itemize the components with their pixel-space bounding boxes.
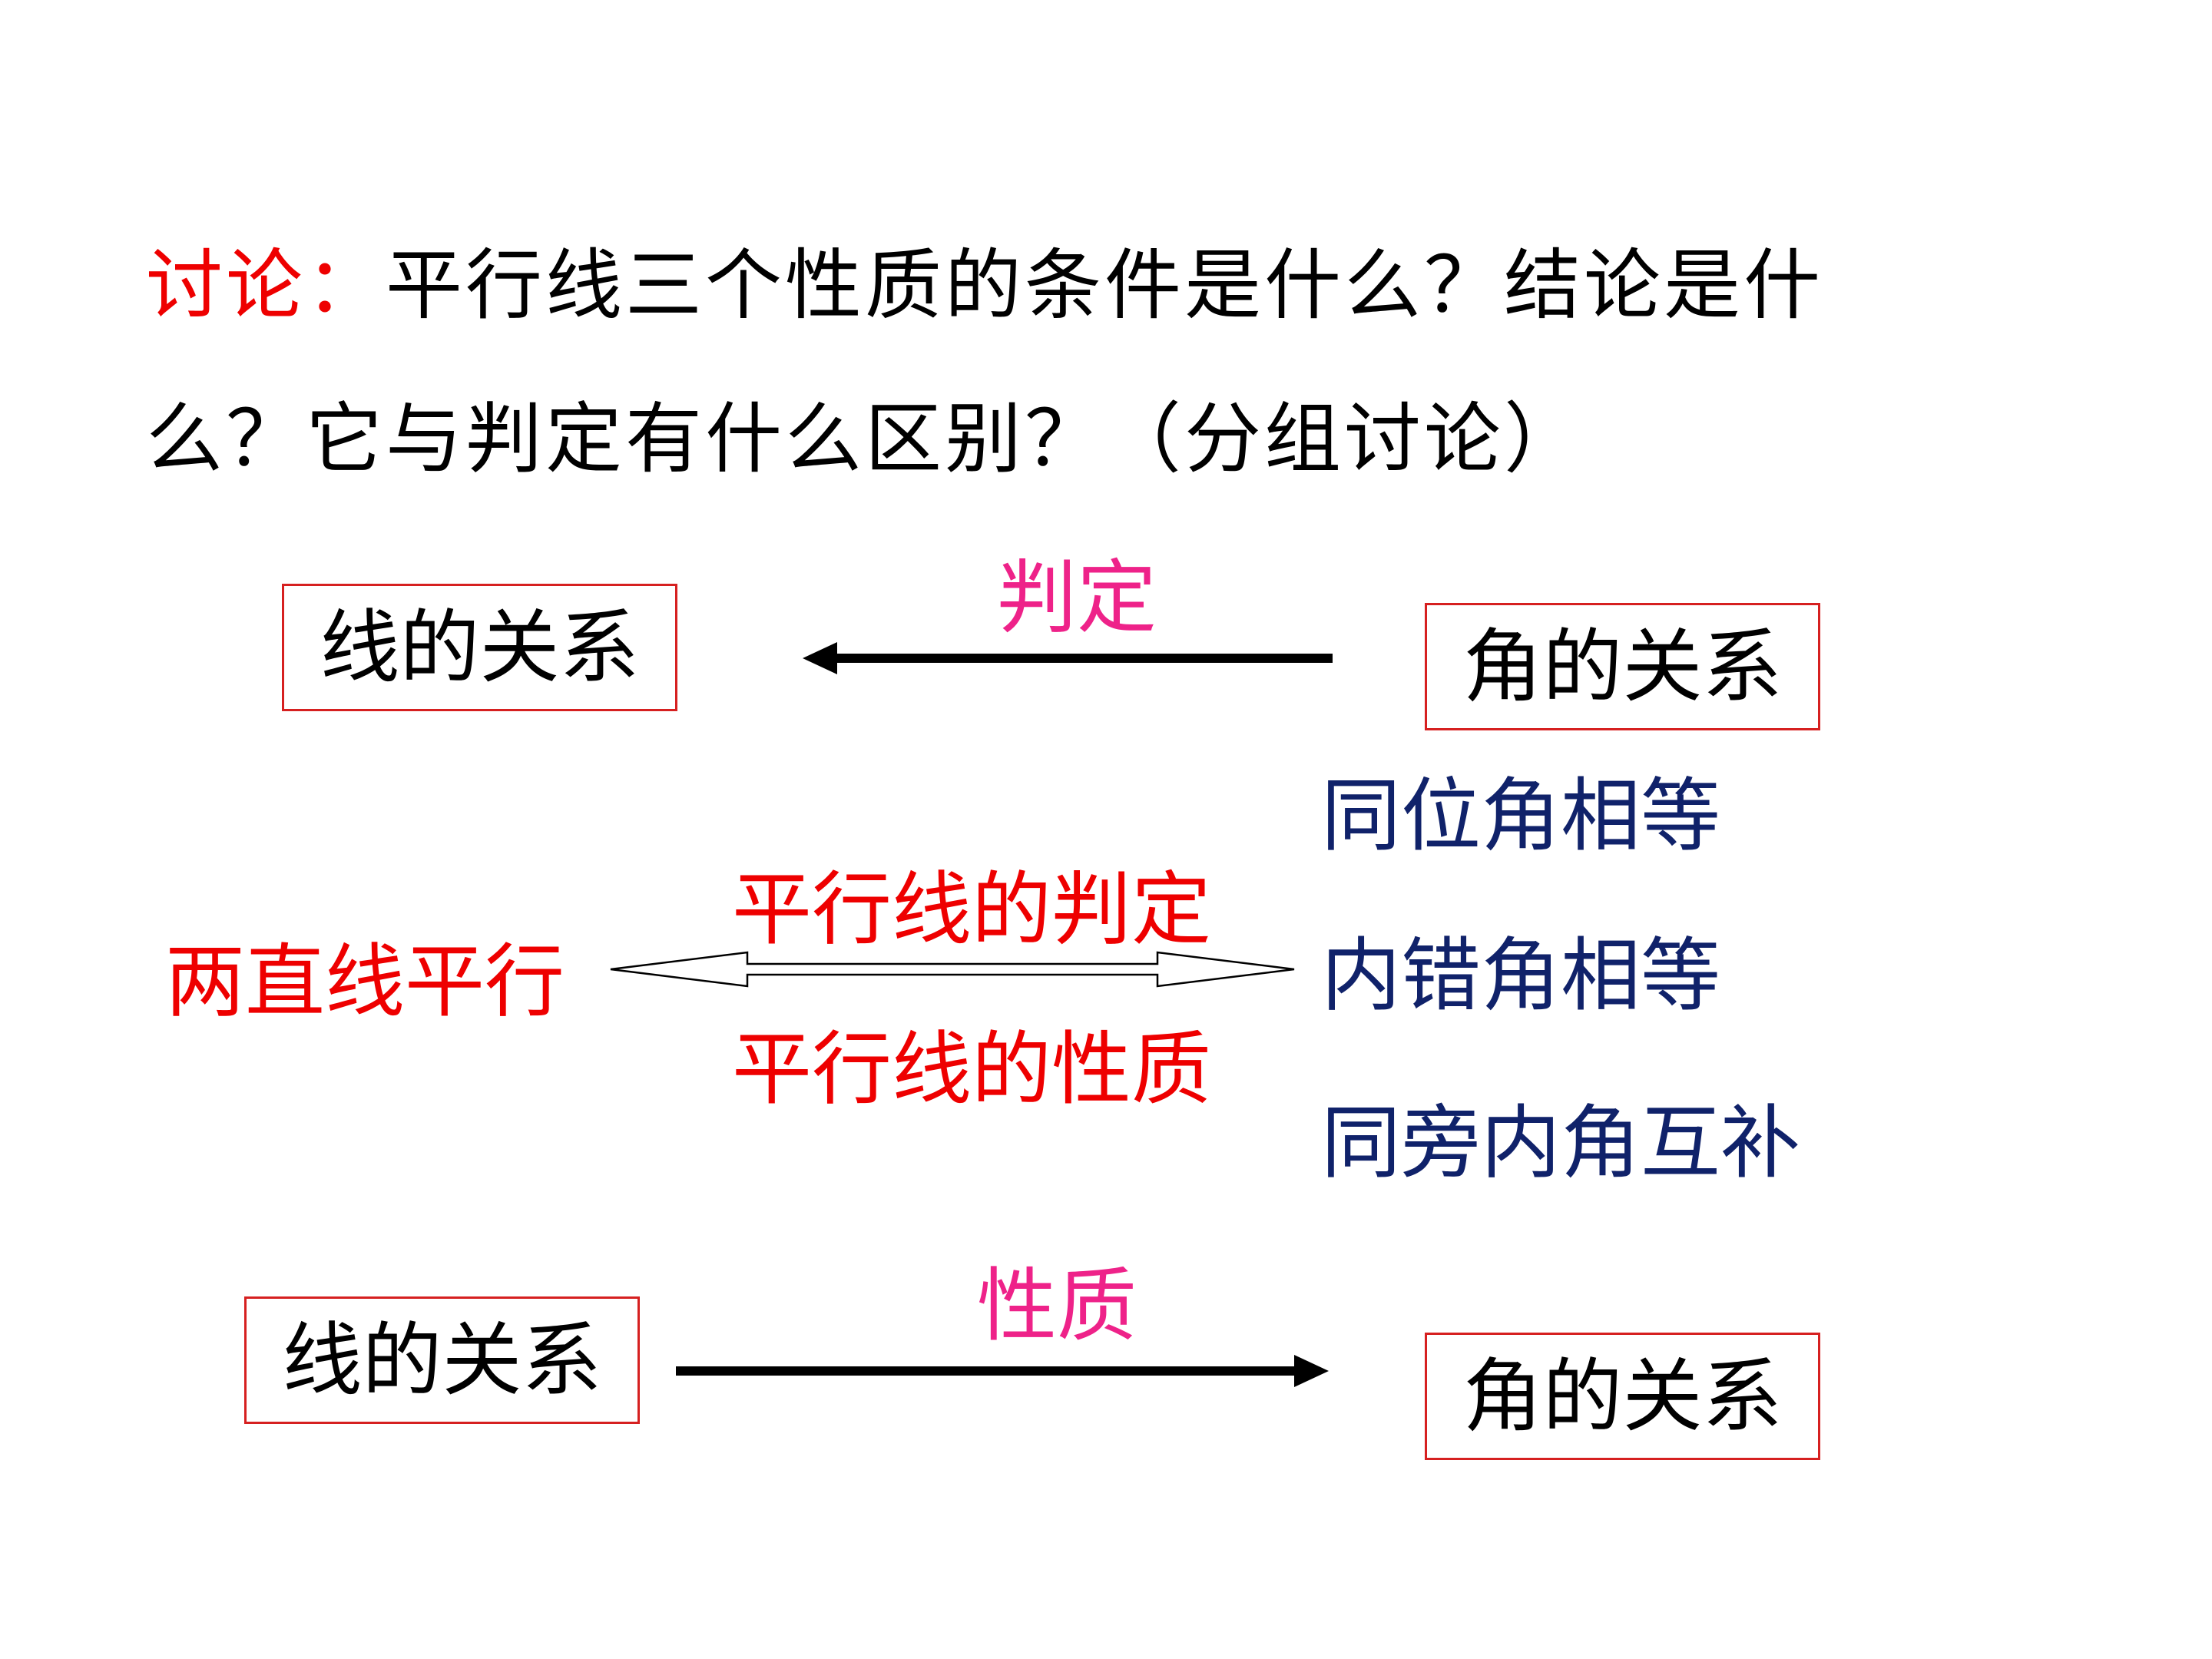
- discussion-line-2: 么？它与判定有什么区别？（分组讨论）: [146, 394, 1584, 484]
- discussion-question-part-1: 平行线三个性质的条件是什么？结论是什: [386, 240, 1823, 330]
- angle-condition-1: 同位角相等: [1321, 769, 1721, 863]
- discussion-label: 讨论：: [146, 240, 386, 330]
- judgement-arrow-head: [803, 642, 837, 674]
- angle-relation-box-top: 角的关系: [1425, 603, 1820, 730]
- property-label: 性质: [977, 1259, 1137, 1353]
- double-arrow: [610, 951, 1295, 988]
- angle-condition-2: 内错角相等: [1321, 929, 1721, 1022]
- line-relation-box-top: 线的关系: [282, 584, 677, 711]
- judgement-label: 判定: [997, 551, 1157, 644]
- two-lines-parallel-text: 两直线平行: [165, 935, 565, 1028]
- line-relation-box-bottom: 线的关系: [244, 1296, 640, 1424]
- parallel-property-label: 平行线的性质: [732, 1022, 1212, 1116]
- angle-condition-3: 同旁内角互补: [1321, 1096, 1801, 1190]
- angle-relation-box-bottom: 角的关系: [1425, 1333, 1820, 1460]
- parallel-judgement-label: 平行线的判定: [732, 863, 1212, 956]
- property-arrow-head: [1294, 1355, 1329, 1387]
- discussion-line-1: 讨论：平行线三个性质的条件是什么？结论是什: [146, 247, 1823, 324]
